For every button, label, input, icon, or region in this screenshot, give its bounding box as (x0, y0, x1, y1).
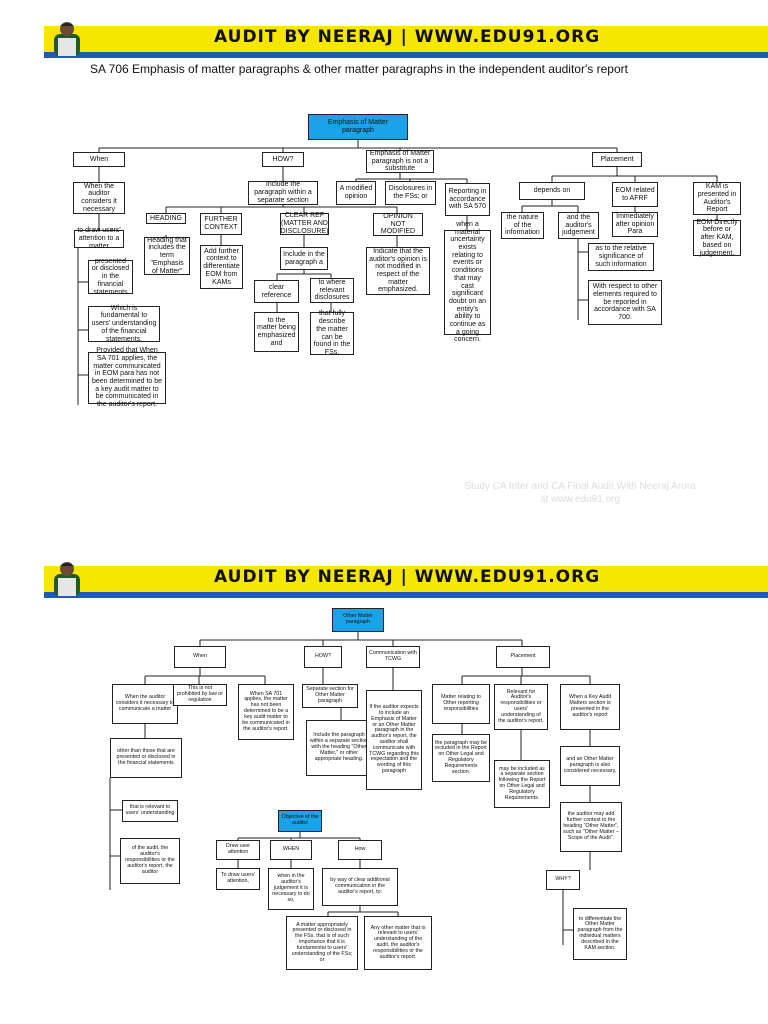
om-when-5: This is not prohibited by law or regulat… (173, 684, 227, 706)
eom-root: Emphasis of Matter paragraph (308, 114, 408, 140)
om-obj-how-3: Any other matter that is relevant to use… (364, 916, 432, 970)
om-obj-how-1: by way of clear additional communication… (322, 868, 398, 906)
eom-kam: KAM is presented in Auditor's Report (693, 182, 741, 215)
om-obj-draw-1: To draw users' attention, (216, 868, 260, 890)
eom-opinion: OPINION NOT MODIFIED (373, 213, 423, 236)
watermark-line1: Study CA Inter and CA Final Audit With N… (464, 481, 696, 492)
eom-clear-ref: CLEAR REF (MATTER AND DISCLOSURE) (280, 212, 329, 235)
banner-text-2: AUDIT BY NEERAJ | WWW.EDU91.ORG (214, 567, 601, 587)
om-placement: Placement (496, 646, 550, 668)
bottom-banner: AUDIT BY NEERAJ | WWW.EDU91.ORG (44, 566, 768, 598)
eom-further: FURTHER CONTEXT (200, 213, 242, 235)
om-obj-when-1: when in the auditor's judgement it is ne… (268, 868, 314, 910)
om-comm: Communication with TCWG (366, 646, 420, 668)
om-pl-6: and an Other Matter paragraph is also co… (560, 746, 620, 786)
eom-heading: HEADING (146, 213, 186, 224)
om-pl-2: the paragraph may be included in the Rep… (432, 734, 490, 782)
om-pl-3: Relevant for Auditor's responsibilities … (494, 684, 548, 730)
eom-how-1: Include the paragraph within a separate … (248, 181, 318, 205)
eom-when-5: Provided that When SA 701 applies, the m… (88, 347, 166, 408)
eom-placement: Placement (592, 152, 642, 167)
om-how-2: Include the paragraph within a separate … (306, 720, 372, 776)
eom-not-sub-4: when a material uncertainty exists relat… (444, 221, 491, 343)
page-title: SA 706 Emphasis of matter paragraphs & o… (90, 62, 628, 76)
om-when-6: When SA 701 applies, the matter has not … (238, 684, 294, 740)
om-how-1: Separate section for Other Matter paragr… (302, 684, 358, 708)
om-root: Other Matter paragraph (332, 608, 384, 632)
eom-clear-ref-1: Include in the paragraph a (280, 247, 328, 270)
eom-not-sub-2: Disclosures in the FSs; or (385, 181, 436, 205)
eom-depends-3: as to the relative significance of such … (588, 243, 654, 271)
eom-depends-4: With respect to other elements required … (588, 280, 662, 325)
om-obj-how-2: A matter appropriately presented or disc… (286, 916, 358, 970)
om-when: When (174, 646, 226, 668)
om-obj-how: How (338, 840, 382, 860)
eom-clear-ref-4: to where relevant disclosures (310, 278, 354, 303)
eom-opinion-1: Indicate that the auditor's opinion is n… (366, 247, 430, 295)
om-obj-draw: Draw user attention (216, 840, 260, 860)
om-pl-5: When a Key Audit Matters section is pres… (560, 684, 620, 730)
eom-further-1: Add further context to differentiate EOM… (200, 245, 243, 289)
eom-when: When (73, 152, 125, 167)
eom-heading-1: Heading that includes the term "Emphasis… (144, 237, 190, 275)
eom-not-sub-1: A modified opinion (336, 181, 376, 205)
om-when-2: other than those that are presented or d… (110, 738, 182, 778)
eom-depends-1: the nature of the information (501, 212, 544, 239)
eom-when-2: to draw users' attention to a matter (74, 227, 124, 250)
eom-when-1: When the auditor considers it necessary (73, 182, 125, 214)
banner-text: AUDIT BY NEERAJ | WWW.EDU91.ORG (214, 27, 601, 47)
eom-kam-1: EOM Directly before or after KAM, based … (693, 219, 741, 257)
eom-clear-ref-5: that fully describe the matter can be fo… (310, 310, 354, 356)
om-when-4: of the audit, the auditor's responsibili… (120, 838, 180, 884)
om-when-3: that is relevant to users' understanding (122, 800, 178, 822)
author-avatar (54, 22, 80, 56)
om-obj-when: WHEN (270, 840, 312, 860)
eom-not-substitute: Emphasis of Matter paragraph is not a su… (366, 150, 434, 173)
eom-not-sub-3: Reporting in accordance with SA 570 (445, 183, 490, 216)
eom-depends-2: and the auditor's judgement (558, 212, 599, 239)
eom-when-3: presented or disclosed in the financial … (88, 258, 133, 296)
eom-clear-ref-2: clear reference (254, 280, 299, 303)
eom-how: HOW? (262, 152, 304, 167)
eom-afrf-1: Immediately after opinion Para (612, 212, 658, 237)
watermark: Study CA Inter and CA Final Audit With N… (440, 480, 720, 506)
om-how: HOW? (304, 646, 342, 668)
om-pl-9: to differentiate the Other Matter paragr… (573, 908, 627, 960)
top-banner: AUDIT BY NEERAJ | WWW.EDU91.ORG (44, 26, 768, 58)
om-pl-8: WHY? (546, 870, 580, 890)
eom-depends: depends on (519, 182, 585, 200)
om-when-1: When the auditor considers it necessary … (112, 684, 178, 724)
om-pl-7: the auditor may add further context to t… (560, 802, 622, 852)
eom-afrf: EOM related to AFRF (612, 182, 658, 207)
om-pl-1: Matter relating to Other reporting respo… (432, 684, 490, 724)
eom-when-4: Which is fundamental to users' understan… (88, 305, 160, 343)
author-avatar-2 (54, 562, 80, 596)
om-comm-1: If the auditor expects to include an Emp… (366, 690, 422, 790)
eom-clear-ref-3: to the matter being emphasized and (254, 312, 299, 352)
om-pl-4: may be included as a separate section fo… (494, 760, 550, 808)
watermark-line2: at www.edu91.org (539, 494, 621, 505)
om-objective: Objective of the auditor (278, 810, 322, 832)
